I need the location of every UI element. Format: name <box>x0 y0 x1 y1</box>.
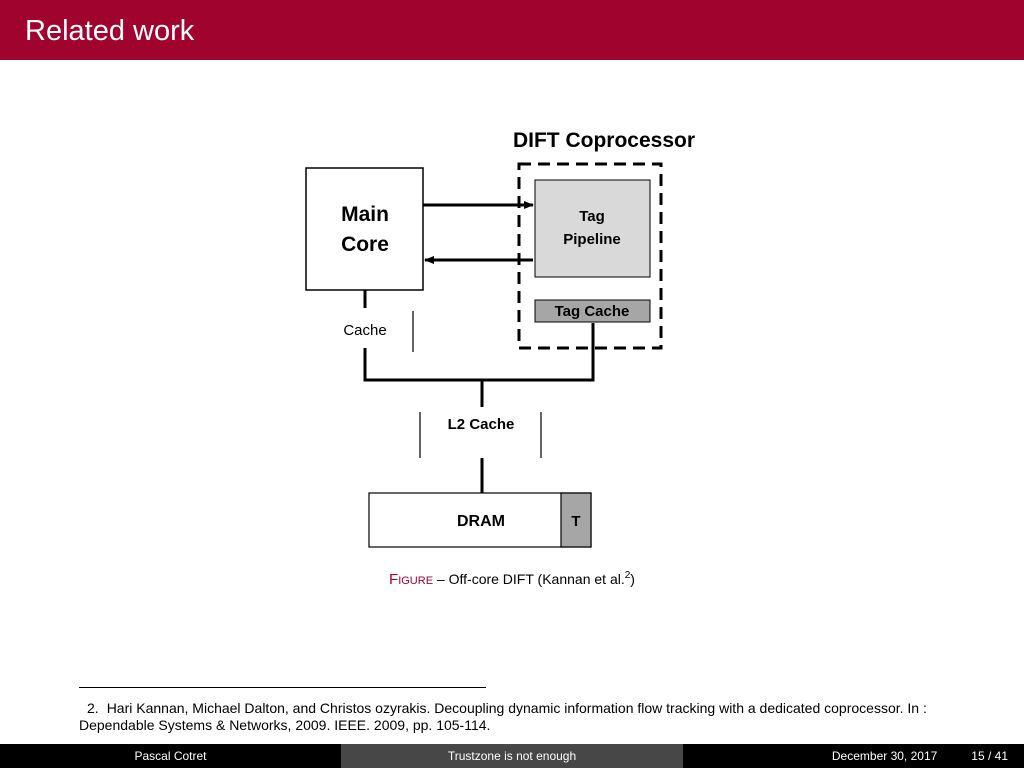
footnote-reference[interactable]: 2 <box>624 570 631 581</box>
main-core-label-line1: Main <box>341 203 389 226</box>
coprocessor-boundary <box>517 162 663 350</box>
tag-cache-label: Tag Cache <box>555 303 630 320</box>
dram-label: DRAM <box>457 513 505 530</box>
coprocessor-title: DIFT Coprocessor <box>513 129 695 152</box>
footer-author: Pascal Cotret <box>134 749 207 763</box>
caption-dash: – <box>433 571 449 587</box>
main-core-box <box>305 167 424 291</box>
tag-pipeline-label-line2: Pipeline <box>563 231 621 248</box>
footnote: 2.Hari Kannan, Michael Dalton, and Chris… <box>79 700 939 734</box>
main-core-label-line2: Core <box>341 233 389 256</box>
figure-label: FIGURE <box>389 571 433 588</box>
tag-pipeline-label-line1: Tag <box>579 208 605 225</box>
footer-title-section: Trustzone is not enough <box>341 744 683 768</box>
tag-pipeline-box <box>534 179 651 278</box>
figure-label-rest: IGURE <box>398 575 434 587</box>
slide-title: Related work <box>25 15 195 47</box>
footer-page-number: 15 / 41 <box>971 749 1008 763</box>
dram-tag-region <box>560 492 592 548</box>
footnote-text: Hari Kannan, Michael Dalton, and Christo… <box>79 700 927 733</box>
cache-label: Cache <box>343 322 386 339</box>
footer-date-section: December 30, 2017 15 / 41 <box>683 744 1024 768</box>
caption-close: ) <box>630 571 635 587</box>
footnote-rule <box>79 687 486 688</box>
footer-date: December 30, 2017 <box>831 749 938 763</box>
dram-tag-label: T <box>571 513 580 530</box>
figure-caption: FIGURE – Off-core DIFT (Kannan et al.2) <box>0 570 1024 588</box>
caption-text: Off-core DIFT (Kannan et al. <box>448 571 625 587</box>
l2-cache-label: L2 Cache <box>448 416 515 433</box>
title-bar: Related work <box>0 0 1024 60</box>
dram-box <box>368 492 592 548</box>
tag-cache-box <box>534 299 651 323</box>
footnote-number: 2. <box>87 700 99 716</box>
footer-talk-title: Trustzone is not enough <box>447 749 577 763</box>
bus-line <box>363 323 595 382</box>
slide-footer: Pascal Cotret Trustzone is not enough De… <box>0 744 1024 768</box>
footer-author-section: Pascal Cotret <box>0 744 341 768</box>
figure-label-initial: F <box>389 571 399 588</box>
